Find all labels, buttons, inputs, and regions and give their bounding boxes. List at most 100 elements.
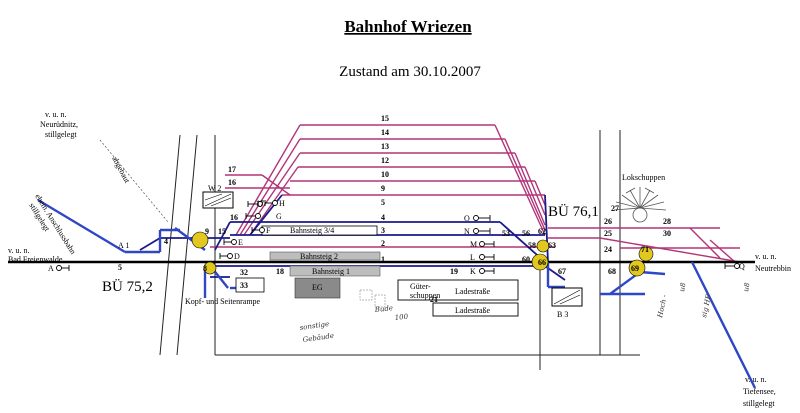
track-24: 24 (604, 245, 612, 254)
signal-a1: A 1 (118, 241, 129, 250)
switch-68: 68 (608, 267, 616, 276)
switch-5: 5 (118, 263, 122, 272)
dest-bad-freienwalde-1: v. u. n. (8, 246, 29, 255)
signal-f: F (266, 226, 271, 235)
track-14: 14 (381, 128, 389, 137)
switch-53: 53 (502, 229, 510, 238)
switch-marker-58 (536, 239, 550, 253)
kopframpe (235, 277, 265, 293)
label-bu-76: BÜ 76,1 (548, 203, 599, 220)
switch-4: 4 (164, 237, 168, 246)
ladestrasse-road (432, 302, 519, 317)
label-w2: W 2 (208, 184, 221, 193)
lokschuppen (613, 187, 667, 223)
signal-q: Q (739, 262, 745, 271)
track-17a: 17 (228, 165, 236, 174)
signal-h: H (279, 199, 285, 208)
switch-66: 66 (538, 258, 546, 267)
label-abgebaut: abgebaut (110, 155, 132, 185)
destination-labels: v. u. n. Neurüdnitz, stillgelegt v. u. n… (8, 110, 791, 408)
building-labels: W 2 B 3 EG Bahnsteig 3/4 Bahnsteig 2 Bah… (208, 184, 568, 319)
switch-16: 16 (230, 213, 238, 222)
switch-17: 17 (256, 199, 264, 208)
switch-marker-69 (628, 259, 646, 277)
dest-neurudnitz-3: stillgelegt (45, 130, 77, 139)
track-33: 33 (240, 281, 248, 290)
handwritten-note-4a: u8 (678, 282, 688, 293)
switch-58: 58 (528, 241, 536, 250)
label-gueterschuppen-2: schuppen (410, 291, 440, 300)
track-12: 12 (381, 156, 389, 165)
dest-neutrebbin-1: v. u. n. (755, 252, 776, 261)
track-2: 2 (381, 239, 385, 248)
switch-63: 63 (548, 241, 556, 250)
platform-1 (289, 265, 381, 277)
signal-n: N (464, 227, 470, 236)
annotations: abgebaut ehem. Anschlussbahn stillgelegt… (27, 139, 752, 344)
dest-neutrebbin-2: Neutrebbin (755, 264, 791, 273)
handwritten-note-2a: Bude (373, 304, 393, 314)
label-lokschuppen: Lokschuppen (622, 173, 665, 182)
page-title: Bahnhof Wriezen (344, 17, 472, 36)
label-ladestrasse-2: Ladestraße (455, 306, 491, 315)
track-28: 28 (663, 217, 671, 226)
switch-67: 67 (558, 267, 566, 276)
track-4: 4 (381, 213, 385, 222)
signal-o: O (464, 214, 470, 223)
handwritten-note-2b: 100 (394, 313, 409, 322)
switch-marker-9 (191, 231, 209, 249)
handwritten-note-3a: Hoch - (656, 293, 669, 319)
track-10: 10 (381, 170, 389, 179)
switch-marker-60 (531, 253, 549, 271)
track-27: 27 (611, 204, 619, 213)
handwritten-note-3b: sig HF (700, 293, 713, 319)
switch-15: 15 (218, 227, 226, 236)
dest-tiefensee-2: Tiefensee, (743, 387, 776, 396)
switch-71: 71 (641, 245, 649, 254)
dest-bad-freienwalde-2: Bad Freienwalde (8, 255, 63, 264)
switch-19: 19 (450, 267, 458, 276)
switch-69: 69 (631, 264, 639, 273)
switch-56: 56 (522, 229, 530, 238)
switch-8: 8 (203, 264, 207, 273)
label-bahnsteig-34: Bahnsteig 3/4 (290, 226, 334, 235)
track-5: 5 (381, 198, 385, 207)
label-bahnsteig-2: Bahnsteig 2 (300, 252, 338, 261)
track-15: 15 (381, 114, 389, 123)
dest-tiefensee-3: stillgelegt (743, 399, 775, 408)
track-9: 9 (381, 184, 385, 193)
label-gueterschuppen-1: Güter- (410, 282, 431, 291)
signal-g: G (276, 212, 282, 221)
label-ladestrasse-1: Ladestraße (455, 287, 491, 296)
track-13: 13 (381, 142, 389, 151)
track-25: 25 (604, 229, 612, 238)
page-subtitle: Zustand am 30.10.2007 (339, 64, 481, 80)
signal-a: A (48, 264, 54, 273)
signal-e: E (238, 238, 243, 247)
track-numbers: 15 14 13 12 10 9 5 4 3 2 1 11 17 16 21 2… (228, 114, 671, 304)
label-eg: EG (312, 283, 323, 292)
platforms (202, 191, 583, 317)
platform-2 (269, 251, 381, 261)
handwritten-note-1a: sonstige (299, 320, 329, 332)
switch-marker-8 (203, 261, 217, 275)
switch-numbers: 4 5 8 9 15 16 17 18 19 53 56 58 60 62 63… (118, 199, 649, 276)
switch-marker-71 (638, 246, 654, 262)
track-1: 1 (381, 255, 385, 264)
dest-neurudnitz-2: Neurüdnitz, (40, 120, 78, 129)
label-kopframpe: Kopf- und Seitenrampe (185, 297, 261, 306)
track-26: 26 (604, 217, 612, 226)
signal-l: L (470, 253, 475, 262)
switch-62: 62 (538, 227, 546, 236)
handwritten-note-4b: u8 (742, 282, 752, 293)
track-30: 30 (663, 229, 671, 238)
track-3: 3 (381, 226, 385, 235)
label-bahnsteig-1: Bahnsteig 1 (312, 267, 350, 276)
ladestrasse-yard (397, 279, 519, 301)
dest-neurudnitz-1: v. u. n. (45, 110, 66, 119)
signal-letters: A 1 A D E F G H K L M N O Q (48, 199, 745, 276)
handwritten-note-1b: Gebäude (302, 332, 334, 344)
station-building (294, 277, 341, 299)
track-32: 32 (240, 268, 248, 277)
